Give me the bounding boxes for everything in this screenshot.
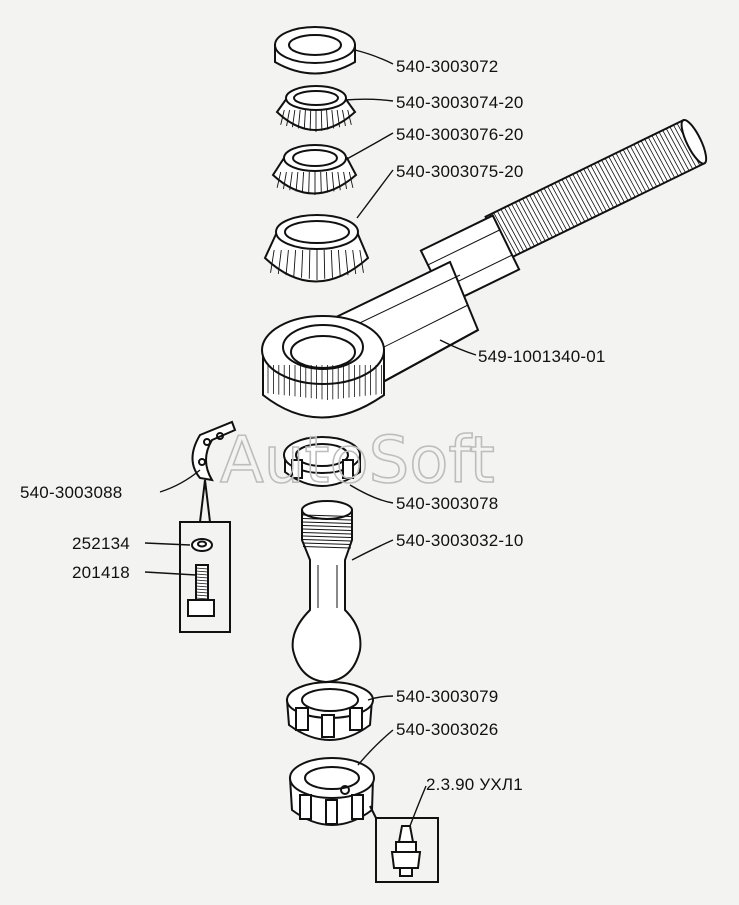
label-tie-rod: 549-1001340-01 [478, 347, 606, 366]
label-cone-075: 540-3003075-20 [396, 162, 524, 181]
nut-079 [285, 681, 374, 741]
cone-074 [275, 85, 357, 132]
ball-pin [291, 500, 362, 684]
label-washer: 252134 [72, 534, 130, 553]
cone-076 [271, 144, 358, 195]
grease-fitting-box [369, 805, 439, 883]
nut-026 [288, 757, 375, 826]
tie-rod-end [261, 118, 708, 419]
label-cone-076: 540-3003076-20 [396, 125, 524, 144]
label-ring-072: 540-3003072 [396, 57, 498, 76]
ring-072 [274, 26, 356, 75]
label-bolt: 201418 [72, 563, 130, 582]
label-nut-078: 540-3003078 [396, 494, 498, 513]
label-nut-026: 540-3003026 [396, 720, 498, 739]
washer-bolt-box [179, 479, 231, 633]
label-lock-plate: 540-3003088 [20, 483, 122, 502]
lock-plate [191, 420, 237, 482]
nut-078 [283, 436, 361, 487]
leader-lines [144, 49, 477, 827]
label-cone-074: 540-3003074-20 [396, 93, 524, 112]
watermark: AutoSoft [220, 424, 495, 498]
label-nut-079: 540-3003079 [396, 687, 498, 706]
label-grease-fitting: 2.3.90 УХЛ1 [426, 775, 523, 794]
cone-075 [263, 214, 370, 283]
label-ball-pin: 540-3003032-10 [396, 531, 524, 550]
